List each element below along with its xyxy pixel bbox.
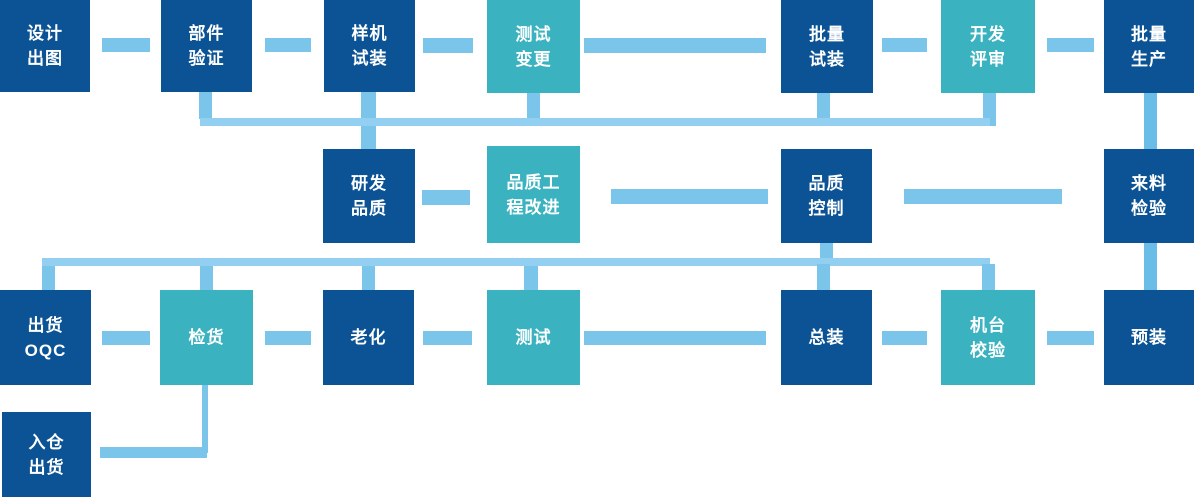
node-label-line: OQC [24, 340, 67, 360]
dash-prototype-testchange [423, 38, 473, 53]
node-label-line: 程改进 [506, 197, 561, 217]
node-label-line: 变更 [515, 49, 552, 69]
drop-bus2-machinecalibration [982, 264, 995, 290]
dash-rdquality-qengineering [422, 190, 470, 205]
bar-qengineering-qcontrol [611, 189, 768, 204]
node-aging: 老化 [323, 290, 414, 385]
node-label-line: 开发 [970, 24, 1006, 44]
node-label-line: 测试 [515, 24, 552, 44]
node-label-line: 预装 [1131, 328, 1167, 347]
node-quality-engineering-improve: 品质工程改进 [487, 146, 580, 243]
drop-bus2-finalassembly [817, 264, 830, 290]
node-label-line: 入仓 [28, 432, 65, 452]
dash-final-machinecal [882, 331, 927, 345]
dash-batchtrial-devreview [882, 38, 927, 52]
dash-shippingoqc-goods [102, 331, 150, 345]
bus1-horizontal [200, 118, 990, 126]
node-label-line: 样机 [351, 24, 388, 43]
node-design-drawing: 设计出图 [0, 0, 90, 92]
node-shipping-oqc: 出货 OQC [0, 290, 91, 385]
drop-massprod-incoming [1144, 93, 1157, 149]
node-label-line: 老化 [350, 328, 387, 347]
drop-incoming-preassembly [1144, 243, 1157, 290]
node-label-line: 品质工 [506, 172, 561, 192]
node-warehouse-shipping: 入仓出货 [2, 412, 91, 497]
node-label-line: 设计 [27, 24, 63, 43]
dash-design-component [102, 38, 150, 52]
node-label-line: 来料 [1131, 174, 1167, 193]
drop-bus2-goodsinspection [200, 266, 213, 290]
drop-bus2-testing [524, 266, 538, 290]
node-testing: 测试 [487, 290, 580, 385]
bus2-horizontal [42, 258, 990, 266]
drop-component-bus1 [199, 92, 212, 119]
node-label-line: 检验 [1131, 199, 1167, 218]
node-label-line: 验证 [188, 49, 225, 68]
node-label-line: 评审 [970, 49, 1006, 69]
node-component-verification: 部件验证 [161, 0, 252, 92]
node-mass-production: 批量生产 [1104, 0, 1194, 93]
node-label-line: 总装 [808, 328, 845, 347]
drop-bus2-shippingoqc [42, 266, 55, 290]
node-label-line: 出货 [27, 315, 64, 335]
node-label-line: 检货 [188, 328, 225, 347]
node-incoming-inspection: 来料检验 [1104, 149, 1194, 243]
node-batch-trial-assembly: 批量试装 [781, 0, 873, 93]
node-label-line: 机台 [970, 315, 1006, 335]
node-label-line: 研发 [351, 174, 387, 193]
bar-qcontrol-incoming [904, 189, 1062, 204]
node-label-line: 试装 [809, 49, 845, 69]
node-final-assembly: 总装 [781, 290, 872, 385]
drop-batchtrial-bus1 [817, 93, 830, 119]
node-label-line: 生产 [1131, 49, 1167, 69]
node-quality-control: 品质控制 [781, 149, 872, 243]
elbow-goods-warehouse-horiz [100, 447, 207, 458]
node-machine-calibration: 机台校验 [941, 290, 1035, 385]
bar-testchange-batchtrial [584, 38, 766, 53]
dash-machinecal-preassembly [1047, 331, 1094, 345]
drop-qcontrol-bus2 [820, 243, 833, 259]
drop-testchange-bus1 [527, 93, 540, 119]
node-label-line: 试装 [351, 49, 388, 68]
node-development-review: 开发评审 [941, 0, 1035, 93]
node-test-change: 测试变更 [487, 0, 580, 93]
dash-devreview-massprod [1047, 38, 1094, 52]
dash-goods-aging [265, 331, 311, 345]
node-label-line: 测试 [515, 328, 552, 347]
node-label-line: 控制 [808, 199, 845, 218]
drop-devreview-bus1 [983, 93, 996, 126]
dash-aging-testing [423, 331, 472, 345]
node-rd-quality: 研发品质 [323, 149, 415, 243]
node-label-line: 品质 [808, 174, 845, 193]
node-prototype-trial-assembly: 样机试装 [324, 0, 415, 92]
node-label-line: 品质 [351, 199, 387, 218]
drop-bus2-aging [362, 266, 375, 290]
elbow-goods-warehouse-vert [202, 385, 208, 453]
node-label-line: 校验 [970, 340, 1006, 360]
node-label-line: 出货 [28, 457, 65, 477]
bar-testing-finalassembly [584, 331, 766, 345]
node-label-line: 出图 [27, 49, 63, 68]
dash-component-prototype [265, 38, 311, 52]
node-label-line: 批量 [1131, 24, 1167, 44]
node-goods-inspection: 检货 [160, 290, 253, 385]
node-label-line: 批量 [809, 24, 845, 44]
node-pre-assembly: 预装 [1104, 290, 1194, 385]
node-label-line: 部件 [188, 24, 225, 43]
